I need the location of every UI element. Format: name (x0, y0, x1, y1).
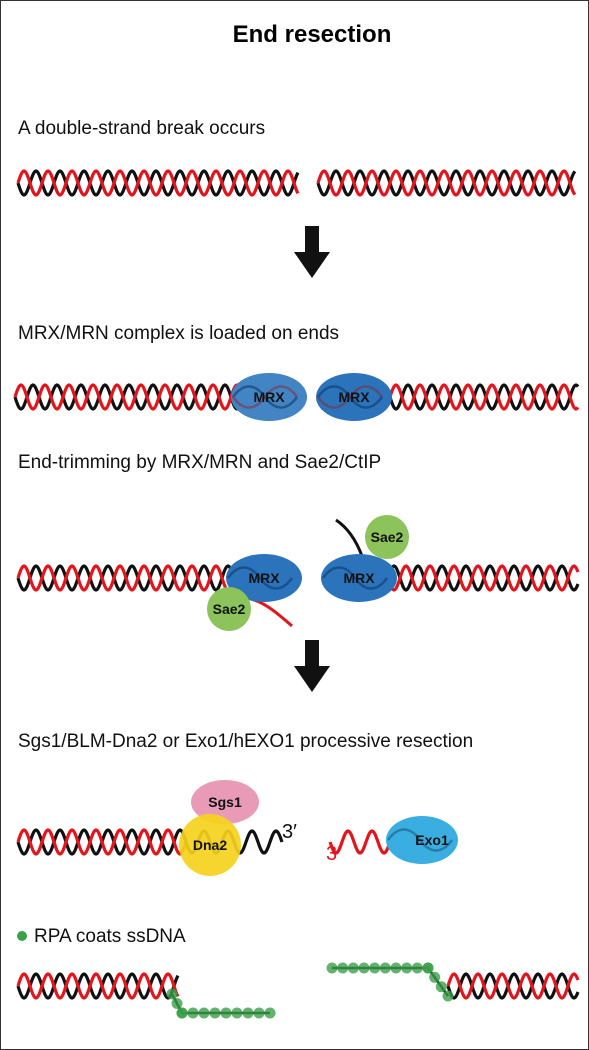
rpa-protein-dot (347, 962, 359, 974)
rpa-protein-dot (369, 962, 381, 974)
rpa-protein-dot (166, 988, 178, 1000)
mrx-left-protein-2: MRX (226, 554, 302, 602)
step-1-label: A double-strand break occurs (18, 118, 265, 139)
step-5-dna (16, 972, 580, 1000)
rpa-protein-dot (198, 1007, 210, 1019)
step-2-label: MRX/MRN complex is loaded on ends (18, 323, 339, 344)
dna-strand-red (16, 169, 300, 197)
dna2-label: Dna2 (193, 837, 227, 853)
sae2-left-protein: Sae2 (207, 587, 251, 631)
rpa-protein-dot (171, 998, 183, 1009)
rpa-protein-dot (442, 990, 454, 1002)
sae2-right-label: Sae2 (371, 529, 404, 545)
rpa-protein-dot (429, 971, 441, 983)
trimmed-black-overhang (335, 518, 364, 557)
rpa-protein-dot (390, 962, 402, 974)
down-arrow-icon (294, 226, 330, 278)
mrx-left-protein: MRX (231, 373, 307, 421)
dna-strand-red (316, 169, 577, 197)
mrx-right-protein-2: MRX (321, 554, 397, 602)
rpa-protein-dot (209, 1007, 221, 1019)
rpa-protein-dot (411, 962, 423, 974)
mrx-right-protein: MRX (316, 373, 392, 421)
rpa-protein-dot (422, 962, 434, 974)
rpa-protein-dot (242, 1007, 254, 1019)
rpa-protein-dot (253, 1007, 265, 1019)
rpa-protein-dot (435, 981, 447, 993)
dna2-protein: Dna2 (179, 814, 241, 876)
dna-strand-black (16, 972, 180, 1000)
left-3prime-end: 3′ (282, 821, 297, 843)
step-4-label: Sgs1/BLM-Dna2 or Exo1/hEXO1 processive r… (18, 731, 473, 752)
rpa-protein-dot (187, 1007, 199, 1019)
mrx-right-label: MRX (338, 389, 370, 405)
step-5-label: RPA coats ssDNA (34, 926, 186, 947)
dna-strand-black (16, 169, 300, 197)
rpa-protein-dot (220, 1007, 232, 1019)
exo1-protein: Exo1 (386, 816, 458, 864)
dna-strand-red (16, 828, 188, 856)
sgs1-label: Sgs1 (208, 794, 242, 810)
sae2-right-protein: Sae2 (365, 515, 409, 559)
dna-strand-red (16, 564, 264, 592)
rpa-protein-dot (379, 962, 391, 974)
rpa-dot-icon (17, 931, 27, 941)
dna-strand-red (16, 972, 180, 1000)
step-3-label: End-trimming by MRX/MRN and Sae2/CtIP (18, 452, 381, 473)
sae2-left-label: Sae2 (213, 601, 246, 617)
right-3prime-end: 3′ (326, 843, 341, 865)
dna-strand-red (446, 972, 580, 1000)
step-1-dna (16, 169, 577, 197)
trimmed-red-overhang (245, 596, 293, 628)
rpa-protein-dot (231, 1007, 243, 1019)
rpa-protein-dot (326, 962, 338, 974)
rpa-protein-dot (176, 1007, 188, 1019)
rpa-coat-right (326, 962, 454, 1002)
mrx-right-2-label: MRX (343, 570, 375, 586)
rpa-coat-left (166, 988, 276, 1019)
mrx-left-label: MRX (253, 389, 285, 405)
rpa-protein-dot (264, 1007, 276, 1019)
dna-strand-black (316, 169, 577, 197)
sgs1-protein: Sgs1 (191, 780, 259, 824)
rpa-protein-dot (401, 962, 413, 974)
exo1-label: Exo1 (415, 832, 449, 848)
down-arrow-icon (294, 640, 330, 692)
mrx-left-2-label: MRX (248, 570, 280, 586)
rpa-protein-dot (337, 962, 349, 974)
diagram-title: End resection (233, 21, 392, 48)
rpa-protein-dot (358, 962, 370, 974)
